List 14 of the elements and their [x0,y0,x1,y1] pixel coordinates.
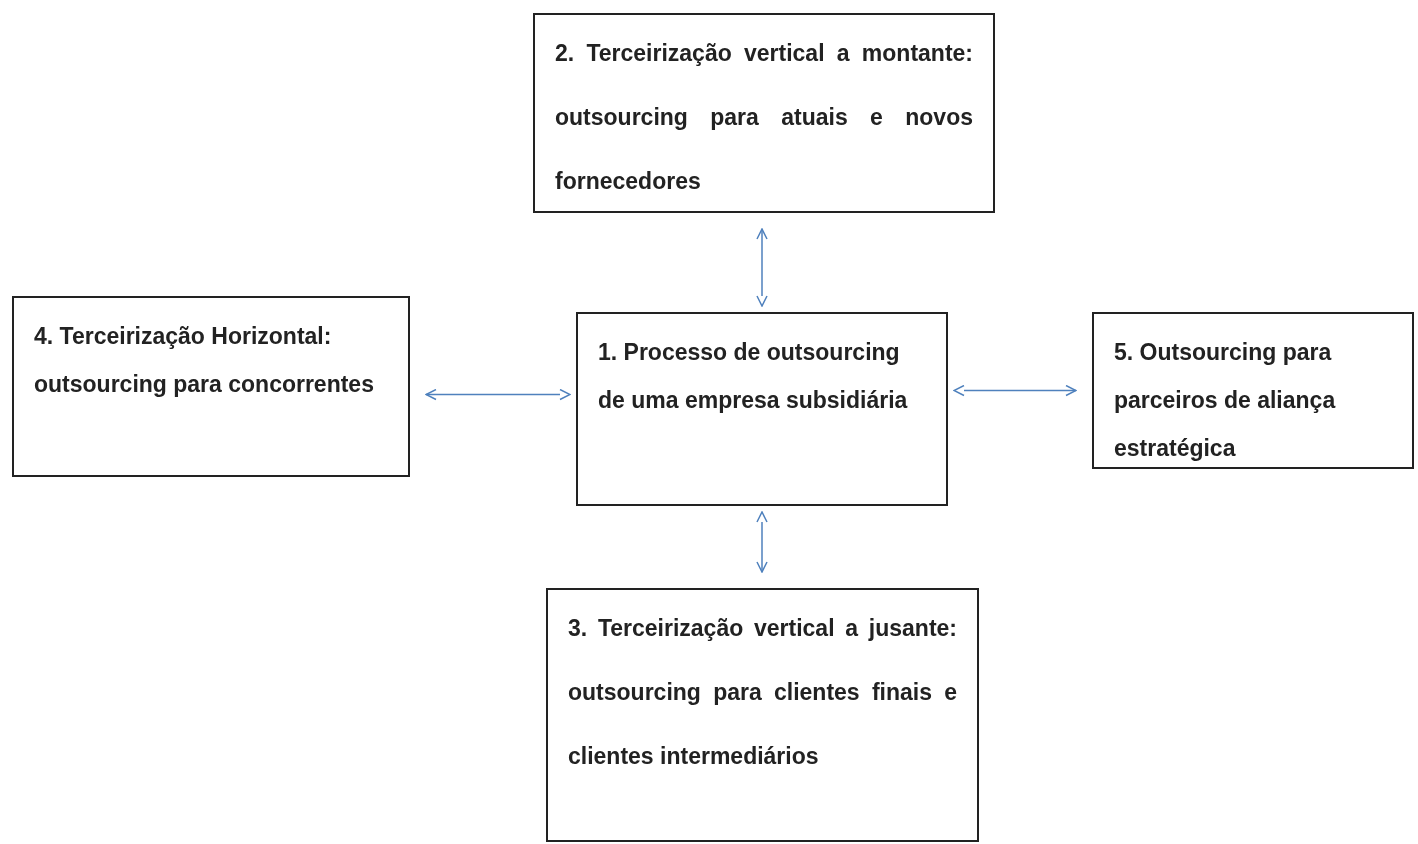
box-text: 4. Terceirização Horizontal: outsourcing para concorrentes [34,322,375,399]
text-box [533,13,995,213]
box-text: 3. Terceirização vertical a jusante: outsourcing para clientes finais e clientes intermediários [568,614,957,771]
text-box [576,312,948,506]
text-box [12,296,410,477]
box-text: 2. Terceirização vertical a montante: outsourcing para atuais e novos fornecedores [555,39,973,196]
double-arrow [756,511,768,573]
text-box [1092,312,1414,469]
box-text: 1. Processo de outsourcing de uma empresa subsidiária [598,338,909,415]
double-arrow [756,228,768,307]
text-box [546,588,979,842]
double-arrow [425,388,571,401]
box-text: 5. Outsourcing para parceiros de aliança estratégica [1114,338,1337,463]
double-arrow [953,384,1077,397]
